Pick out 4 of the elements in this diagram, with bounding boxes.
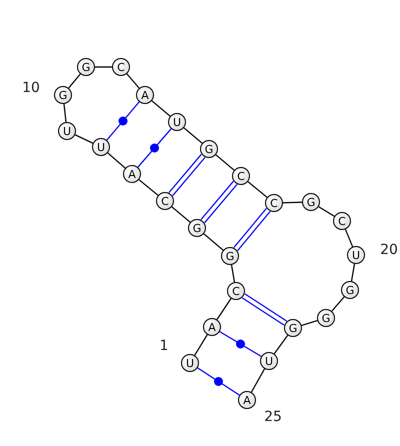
position-number: 20 xyxy=(380,243,398,257)
position-number: 10 xyxy=(22,81,40,95)
position-number: 1 xyxy=(160,339,168,353)
position-number: 25 xyxy=(264,410,282,424)
